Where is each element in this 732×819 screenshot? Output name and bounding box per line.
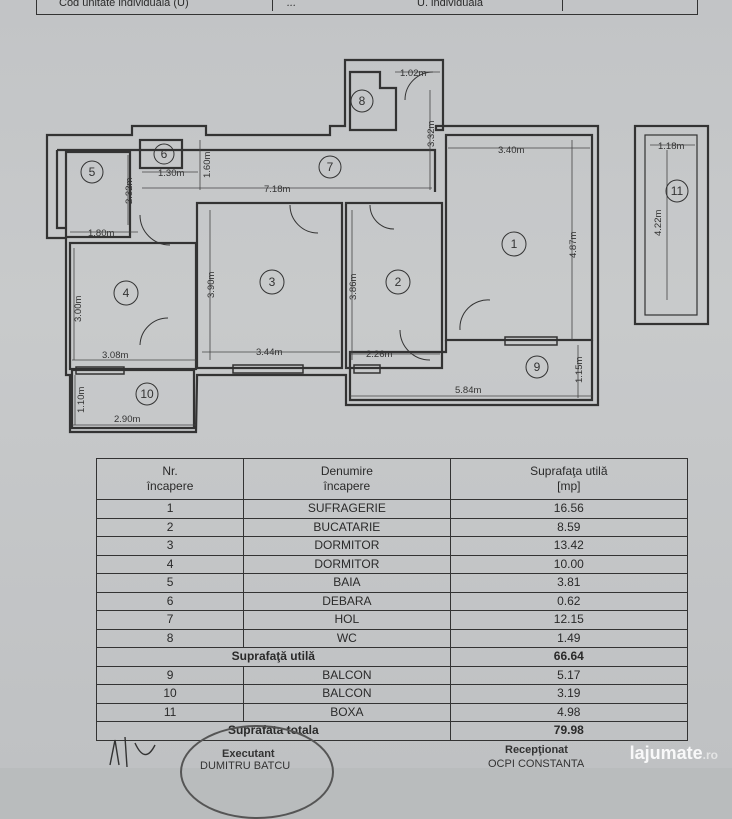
col-header-nr: Nr. încapere (95, 458, 245, 500)
dim-226: 2.26m (366, 349, 392, 360)
dim-344: 3.44m (256, 347, 282, 358)
col-header-area: Suprafaţa utilă [mp] (449, 458, 689, 500)
signature-scribble (109, 736, 156, 768)
rooms-table: Nr. încapere Denumire încapere Suprafaţa… (95, 458, 689, 741)
dim-102: 1.02m (400, 68, 426, 79)
dim-308: 3.08m (102, 350, 128, 361)
watermark-tld: .ro (702, 748, 718, 762)
dim-118: 1.18m (658, 141, 684, 152)
header-value: ... (287, 0, 297, 9)
room-6-label: 6 (161, 147, 168, 161)
subtotal-value: 66.64 (449, 647, 689, 667)
watermark-brand: lajumate (629, 743, 703, 763)
dim-332: 3.32m (426, 121, 437, 147)
room-2-label: 2 (395, 275, 402, 289)
dim-130: 1.30m (158, 168, 184, 179)
dim-160: 1.60m (202, 152, 213, 178)
header-label: Cod unitate individuala (U) (59, 0, 189, 9)
executant-name: DUMITRU BATCU (200, 760, 291, 772)
dim-422: 4.22m (653, 210, 664, 236)
room-1-label: 1 (511, 237, 518, 251)
dim-300: 3.00m (73, 296, 84, 322)
executant-stamp (180, 725, 334, 819)
dim-718: 7.18m (264, 184, 290, 195)
dim-340: 3.40m (498, 145, 524, 156)
watermark: lajumate.ro (630, 743, 718, 764)
dim-386: 3.86m (348, 274, 359, 300)
total-value: 79.98 (449, 721, 689, 741)
room-9-label: 9 (534, 360, 541, 374)
dim-487: 4.87m (568, 232, 579, 258)
dim-180: 1.80m (88, 228, 114, 239)
room-3-label: 3 (269, 275, 276, 289)
dim-390: 3.90m (206, 272, 217, 298)
room-11-label: 11 (671, 184, 684, 198)
header-row: Cod unitate individuala (U) ... U. indiv… (36, 0, 698, 15)
dim-232: 2.32m (124, 178, 135, 204)
dim-115: 1.15m (574, 357, 585, 383)
room-10-label: 10 (140, 387, 154, 401)
dim-584: 5.84m (455, 385, 481, 396)
room-7-label: 7 (327, 160, 334, 174)
col-header-name: Denumire încapere (243, 458, 451, 500)
header-right: U. individuala (417, 0, 484, 9)
executant-label: Executant (222, 748, 275, 760)
receptionat-name: OCPI CONSTANTA (488, 758, 585, 770)
receptionat-label: Recepţionat (505, 744, 568, 756)
subtotal-label: Suprafaţă utilă (96, 647, 451, 667)
dim-110: 1.10m (76, 387, 87, 413)
dim-290: 2.90m (114, 414, 140, 425)
room-5-label: 5 (89, 165, 96, 179)
floor-plan: 1 2 3 4 5 6 7 8 9 10 11 1.02m 3.32m 3.40… (45, 58, 710, 434)
room-8-label: 8 (359, 94, 366, 108)
room-4-label: 4 (123, 286, 130, 300)
